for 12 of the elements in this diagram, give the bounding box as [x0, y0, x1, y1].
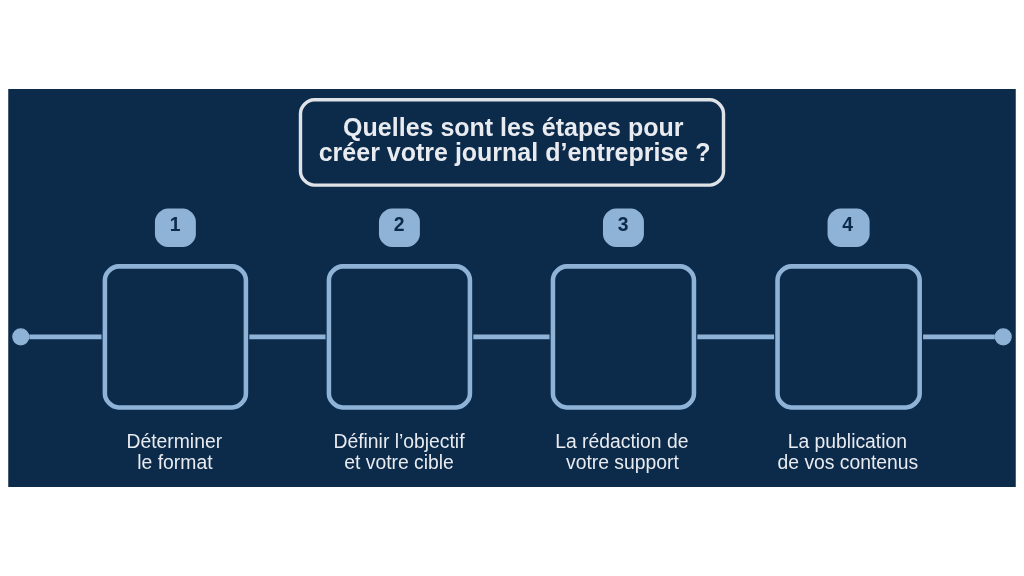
diagram-title: Quelles sont les étapes pour créer votre journal d’entreprise ? — [318, 113, 711, 167]
connector — [249, 334, 326, 340]
node-label: Déterminer le format — [126, 430, 223, 474]
connector — [473, 334, 550, 340]
node-label: La rédaction de votre support — [555, 430, 689, 474]
node-label: Définir l’objectif et votre cible — [333, 430, 465, 474]
node-label: La publication de vos contenus — [777, 430, 919, 474]
connector — [697, 334, 775, 340]
node-circle — [994, 328, 1012, 346]
connector — [923, 334, 995, 340]
node-circle — [12, 328, 30, 346]
connector — [29, 334, 102, 340]
